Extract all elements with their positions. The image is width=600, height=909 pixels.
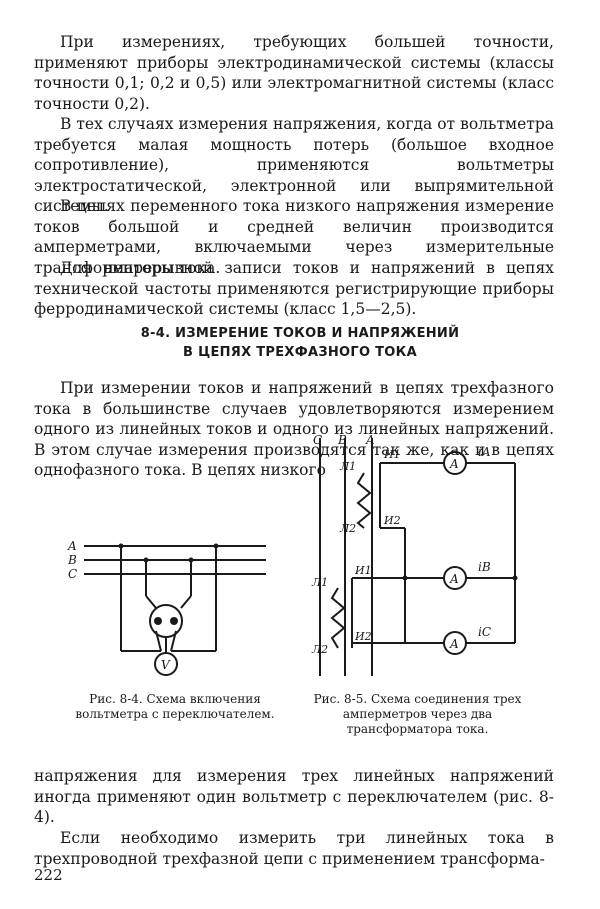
paragraph-2: В тех случаях измерения напряжения, когд… bbox=[34, 115, 554, 215]
phase-label-c: C bbox=[68, 567, 77, 581]
paragraph-4: Для непрерывной записи токов и напряжени… bbox=[34, 259, 554, 318]
winding-label-i1-upper: И1 bbox=[383, 448, 401, 461]
paragraph-6: напряжения для измерения трех линейных н… bbox=[34, 767, 554, 826]
winding-label-i2-upper: И2 bbox=[383, 514, 401, 527]
winding-label-i2-lower: И2 bbox=[354, 630, 372, 643]
paragraph-5: При измерении токов и напряжений в цепях… bbox=[34, 378, 554, 481]
figure-8-5-caption: Рис. 8-5. Схема соединения трех ампермет… bbox=[313, 692, 522, 736]
figure-8-5-diagram: C B A A A A iA iB iC Л1 Л2 И1 И2 Л1 Л2 И… bbox=[311, 433, 518, 676]
winding-label-l1-upper: Л1 bbox=[339, 460, 356, 473]
winding-label-l2-upper: Л2 bbox=[339, 522, 356, 535]
current-label-b: iB bbox=[478, 560, 491, 574]
ammeter-a-label: A bbox=[449, 457, 459, 471]
figure-8-4-diagram: A B C V bbox=[67, 539, 266, 676]
ammeter-b-label: A bbox=[449, 572, 459, 586]
winding-label-l2-lower: Л2 bbox=[311, 643, 328, 656]
phase-label-b: B bbox=[67, 553, 77, 567]
current-label-c: iC bbox=[478, 625, 491, 639]
bus-label-c: C bbox=[313, 433, 322, 447]
section-heading: 8-4. ИЗМЕРЕНИЕ ТОКОВ И НАПРЯЖЕНИЙ В ЦЕПЯ… bbox=[60, 324, 540, 362]
voltmeter-symbol bbox=[154, 652, 178, 676]
paragraph-1: При измерениях, требующих большей точнос… bbox=[34, 33, 554, 113]
paragraph-5-text: При измерении токов и напряжений в цепях… bbox=[34, 379, 554, 479]
winding-label-l1-lower: Л1 bbox=[311, 576, 328, 589]
ammeter-c-label: A bbox=[449, 637, 459, 651]
phase-label-a: A bbox=[67, 539, 77, 553]
paragraph-3: В цепях переменного тока низкого напряже… bbox=[34, 197, 554, 277]
section-heading-line-2: В ЦЕПЯХ ТРЕХФАЗНОГО ТОКА bbox=[183, 345, 417, 360]
current-label-a: iA bbox=[478, 445, 491, 459]
bus-label-b: B bbox=[337, 433, 347, 447]
voltmeter-label: V bbox=[161, 658, 171, 672]
section-heading-line-1: 8-4. ИЗМЕРЕНИЕ ТОКОВ И НАПРЯЖЕНИЙ bbox=[140, 326, 460, 341]
page-number: 222 bbox=[34, 866, 63, 884]
paragraph-7: Если необходимо измерить три линейных то… bbox=[34, 829, 554, 868]
bus-label-a: A bbox=[365, 433, 375, 447]
winding-label-i1-lower: И1 bbox=[354, 564, 372, 577]
figure-8-4-caption: Рис. 8-4. Схема включения вольтметра с п… bbox=[75, 692, 275, 721]
